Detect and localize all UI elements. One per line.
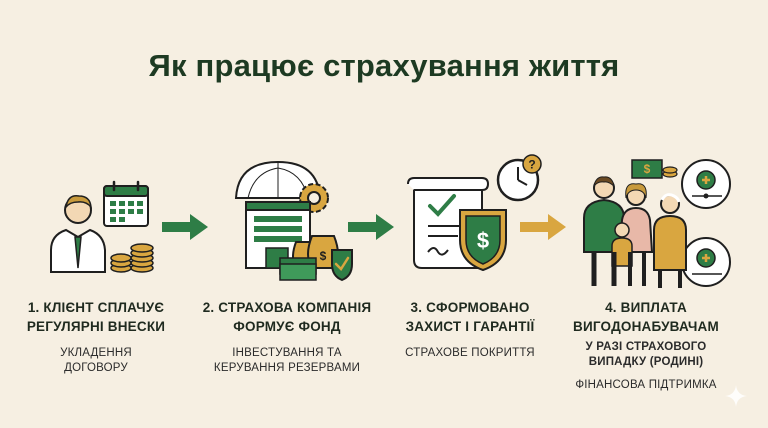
insurance-company-building-icon: $ <box>234 160 353 282</box>
svg-text:$: $ <box>320 249 327 263</box>
step-3-sub-line1: СТРАХОВЕ ПОКРИТТЯ <box>405 347 535 359</box>
client-calendar-coins-icon <box>50 180 154 273</box>
step-4-title: 4. ВИПЛАТА ВИГОДОНАБУВАЧАМ <box>566 298 726 336</box>
step-4-sub-line1: У РАЗІ СТРАХОВОГО <box>585 341 707 353</box>
step-2-title-line1: 2. СТРАХОВА КОМПАНІЯ <box>202 300 372 315</box>
family-payout-icon: $ <box>583 159 731 288</box>
arrow-right-icon <box>348 214 394 240</box>
step-3-title: 3. СФОРМОВАНО ЗАХИСТ І ГАРАНТІЇ <box>390 298 550 336</box>
step-4-title-line2: ВИГОДОНАБУВАЧАМ <box>573 319 719 334</box>
step-2-sub-line2: КЕРУВАННЯ РЕЗЕРВАМИ <box>213 362 361 374</box>
step-1-sub-line1: УКЛАДЕННЯ <box>60 347 132 359</box>
step-3-subtitle: СТРАХОВЕ ПОКРИТТЯ <box>390 346 550 361</box>
svg-text:?: ? <box>528 158 535 172</box>
step-2-sub-line1: ІНВЕСТУВАННЯ ТА <box>232 347 342 359</box>
step-1-title-line1: 1. КЛІЄНТ СПЛАЧУЄ <box>27 300 165 315</box>
step-4-note: ФІНАНСОВА ПІДТРИМКА <box>566 378 726 393</box>
arrow-right-icon <box>162 214 208 240</box>
step-4-subtitle: У РАЗІ СТРАХОВОГО ВИПАДКУ (РОДИНІ) <box>566 340 726 370</box>
page-title: Як працює страхування життя <box>148 48 620 83</box>
step-3-title-line2: ЗАХИСТ І ГАРАНТІЇ <box>405 319 535 334</box>
step-3-title-line1: 3. СФОРМОВАНО <box>410 300 530 315</box>
step-1-subtitle: УКЛАДЕННЯ ДОГОВОРУ <box>16 346 176 376</box>
step-1-sub-line2: ДОГОВОРУ <box>64 362 128 374</box>
svg-text:$: $ <box>477 228 489 253</box>
svg-text:$: $ <box>644 162 651 176</box>
step-2-subtitle: ІНВЕСТУВАННЯ ТА КЕРУВАННЯ РЕЗЕРВАМИ <box>192 346 382 376</box>
step-4-sub-line3: ФІНАНСОВА ПІДТРИМКА <box>575 379 717 391</box>
step-1-title: 1. КЛІЄНТ СПЛАЧУЄ РЕГУЛЯРНІ ВНЕСКИ <box>16 298 176 336</box>
arrow-right-icon <box>520 214 566 240</box>
step-2-title: 2. СТРАХОВА КОМПАНІЯ ФОРМУЄ ФОНД <box>192 298 382 336</box>
step-4-title-line1: 4. ВИПЛАТА <box>605 300 687 315</box>
step-4-sub-line2: ВИПАДКУ (РОДИНІ) <box>588 356 704 368</box>
step-1-title-line2: РЕГУЛЯРНІ ВНЕСКИ <box>26 319 166 334</box>
step-2-title-line2: ФОРМУЄ ФОНД <box>233 319 341 334</box>
policy-document-shield-icon: ? $ <box>407 154 542 272</box>
sparkle-icon <box>725 385 747 407</box>
